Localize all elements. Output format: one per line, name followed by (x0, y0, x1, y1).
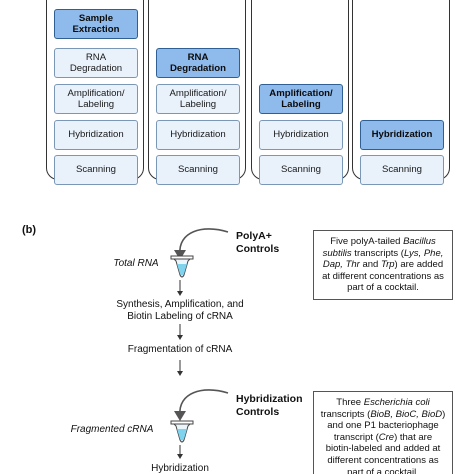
step-scanning: Scanning (259, 155, 343, 185)
down-arrow-icon (177, 360, 183, 376)
step-amplification-labeling: Amplification/Labeling (54, 84, 138, 114)
step-hybridization: Hybridization (259, 120, 343, 150)
note-text: ) that are biotin-labeled and added at d… (325, 431, 441, 474)
step-amplification-labeling: Amplification/Labeling (259, 84, 343, 114)
down-arrow-icon (177, 445, 183, 459)
curved-arrow-icon (174, 228, 229, 260)
step-label: Scanning (177, 164, 218, 176)
note-text: Escherichia coli (363, 397, 430, 408)
step-label: Hybridization (68, 129, 124, 141)
fragmentation-step: Fragmentation of cRNA (127, 344, 233, 355)
note-text: ) are added at different concentrations … (322, 259, 444, 294)
step-label: Amplification/ (269, 87, 333, 99)
synthesis-step: Synthesis, Amplification, and Biotin Lab… (116, 299, 244, 322)
note-text: Three (336, 397, 364, 408)
step-label: Hybridization (371, 129, 433, 141)
step-label: Labeling (179, 99, 217, 110)
step-label: Hybridization (170, 129, 226, 141)
step-hybridization: Hybridization (360, 120, 444, 150)
step-hybridization: Hybridization (54, 120, 138, 150)
step-label: Labeling (281, 99, 321, 110)
note-text: BioB, BioC, BioD (370, 408, 443, 420)
down-arrow-icon (177, 324, 183, 340)
tube-icon (170, 255, 194, 278)
note-text: Lys, Phe, Dap, Thr (322, 247, 444, 271)
note-text: Trp (380, 259, 395, 271)
fragmented-crna-label: Fragmented cRNA (70, 424, 154, 435)
step-label: Amplification/ (67, 87, 125, 99)
step-scanning: Scanning (360, 155, 444, 185)
curved-arrow-icon (174, 389, 229, 421)
step-label: RNA (187, 51, 209, 63)
polya-controls-title: PolyA+ Controls (236, 230, 280, 255)
note-text: Bacillus subtilis (322, 236, 436, 259)
step-amplification-labeling: Amplification/Labeling (156, 84, 240, 114)
note-text: ) and one P1 bacteriophage transcript ( (327, 408, 446, 443)
step-scanning: Scanning (156, 155, 240, 185)
panel-label-b: (b) (22, 224, 37, 236)
hybridization-controls-note: Three Escherichia coli transcripts (BioB… (313, 391, 453, 474)
step-label: Degradation (69, 63, 123, 74)
step-label: Sample (78, 12, 114, 24)
step-label: Scanning (280, 164, 321, 176)
note-text: Five polyA-tailed (330, 236, 404, 247)
step-label: RNA (85, 51, 107, 63)
down-arrow-icon (177, 280, 183, 296)
hybridization-controls-title: Hybridization Controls (236, 393, 303, 418)
note-text: transcripts ( (320, 408, 371, 420)
tube-icon (170, 420, 194, 443)
step-label: Scanning (381, 164, 422, 176)
note-text: and (359, 259, 381, 271)
step-label: Amplification/ (169, 87, 227, 99)
hybridization-step: Hybridization (151, 463, 209, 474)
step-label: Degradation (170, 63, 226, 74)
step-label: Scanning (75, 164, 116, 176)
step-label: Hybridization (273, 129, 329, 141)
total-rna-label: Total RNA (113, 258, 159, 269)
step-hybridization: Hybridization (156, 120, 240, 150)
step-label: Extraction (72, 24, 120, 35)
note-text: transcripts ( (351, 247, 404, 259)
note-text: Cre (378, 431, 395, 443)
polya-controls-note: Five polyA-tailed Bacillus subtilis tran… (313, 230, 453, 300)
step-scanning: Scanning (54, 155, 138, 185)
step-label: Labeling (77, 99, 115, 110)
